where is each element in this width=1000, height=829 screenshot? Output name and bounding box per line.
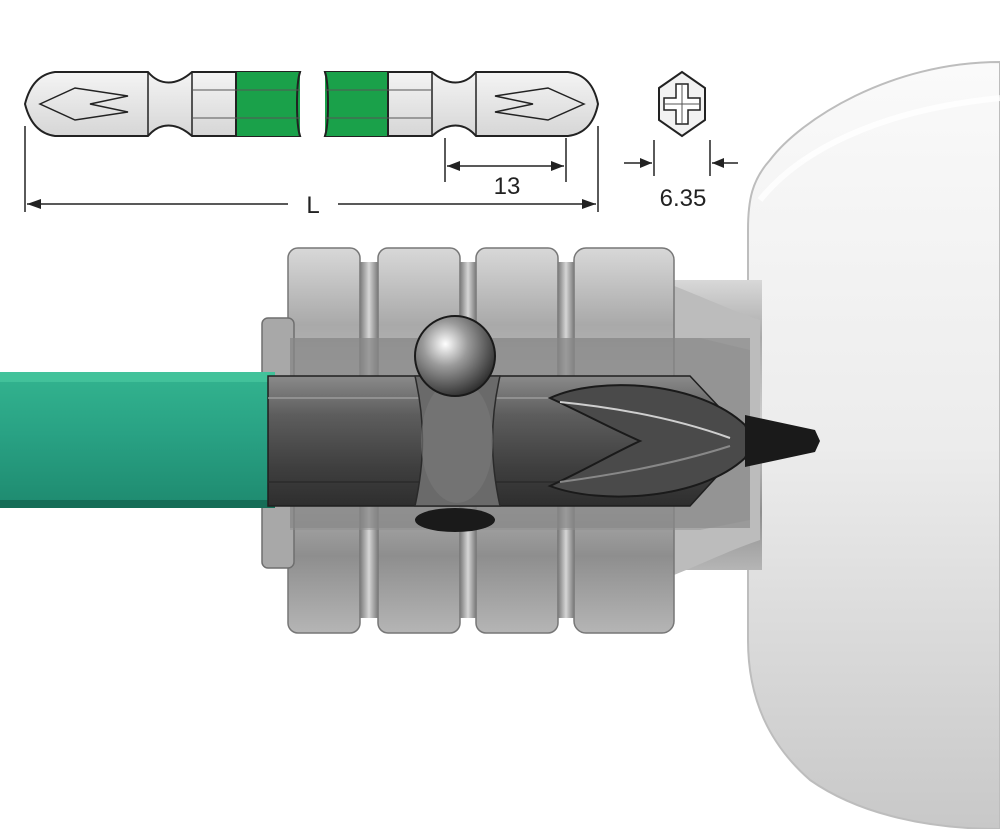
overall-length-dimension: L bbox=[24, 126, 599, 219]
tip-length-dimension: 13 bbox=[444, 138, 567, 200]
tip-length-label: 13 bbox=[494, 173, 521, 200]
retention-ball bbox=[414, 315, 496, 532]
green-band-right bbox=[325, 72, 388, 136]
driver-body bbox=[747, 60, 1000, 829]
hex-cross-section bbox=[658, 70, 706, 138]
hex-size-label: 6.35 bbox=[660, 185, 707, 212]
green-band-left bbox=[236, 72, 300, 136]
overall-length-label: L bbox=[306, 192, 319, 219]
bit-shank bbox=[0, 372, 275, 508]
hex-size-dimension: 6.35 bbox=[624, 140, 738, 212]
bit-outline-drawing bbox=[23, 71, 600, 137]
phillips-tip bbox=[547, 384, 820, 498]
